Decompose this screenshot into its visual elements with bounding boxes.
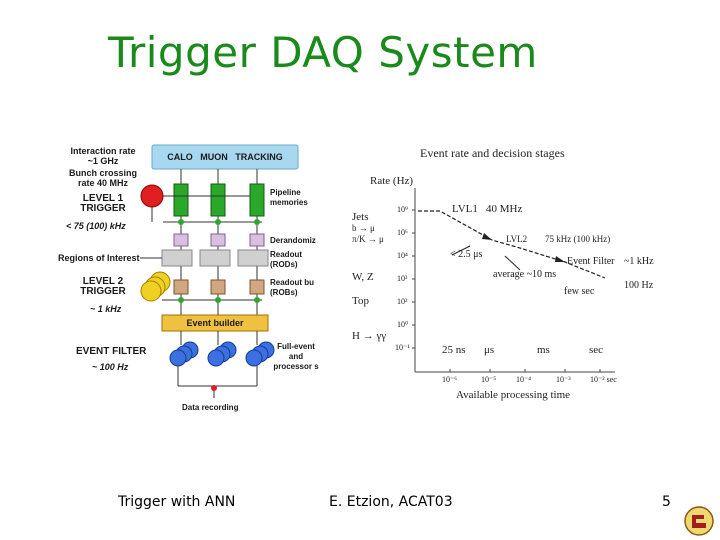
level1-label: LEVEL 1 TRIGGER — [58, 194, 148, 214]
rate-plot-title: Event rate and decision stages — [420, 146, 565, 160]
readout-drivers-line1: Readout — [270, 250, 302, 259]
y-tick-3: 10⁴ — [397, 251, 408, 260]
bunch-crossing-line1: Bunch crossing — [68, 168, 137, 178]
y-tick-2: 10⁶ — [397, 228, 408, 237]
footer-center: E. Etzion, ACAT03 — [329, 494, 453, 510]
annot-lvl1-time: < 2.5 μs — [450, 249, 483, 260]
y-tick-5: 10² — [397, 297, 408, 306]
interaction-rate-label: Interaction rate ~1 GHz — [58, 146, 148, 166]
annot-ef-rate: ~1 kHz — [624, 256, 654, 267]
physics-b-mu: b → μ — [352, 223, 375, 233]
full-event-line3: processor s — [273, 362, 319, 371]
level2-label: LEVEL 2 TRIGGER — [58, 277, 148, 297]
level2-line1: LEVEL 2 — [82, 276, 124, 287]
rob-box-1 — [173, 279, 189, 295]
derandomizers-label: Derandomiz — [270, 236, 316, 245]
physics-jets: Jets — [352, 211, 369, 223]
event-builder-box — [161, 314, 269, 332]
readout-drivers-line2: (RODs) — [270, 260, 298, 269]
interaction-rate-line1: Interaction rate — [70, 146, 136, 156]
university-logo — [684, 506, 714, 536]
time-label-25ns: 25 ns — [442, 344, 466, 356]
readout-buffers-line1: Readout bu — [270, 278, 314, 287]
annot-ef: Event Filter — [567, 256, 615, 267]
pipeline-memories-line2: memories — [270, 198, 308, 207]
page-number: 5 — [662, 494, 671, 510]
level2-rate: ~ 1 kHz — [90, 304, 122, 314]
level1-rate: < 75 (100) kHz — [66, 221, 126, 231]
decision-curve — [418, 210, 606, 279]
x-tick-5: 10⁻² sec — [590, 375, 617, 384]
pipeline-memory-3 — [249, 183, 265, 217]
time-label-us: μs — [484, 344, 495, 356]
y-tick-6: 10⁰ — [397, 320, 409, 329]
data-recording-label: Data recording — [182, 403, 239, 412]
event-filter-farm — [169, 341, 275, 367]
time-label-ms: ms — [537, 344, 550, 356]
annot-lvl1-rate: 40 MHz — [486, 203, 523, 215]
pipeline-memory-1 — [173, 183, 189, 217]
derandomizer-3 — [249, 233, 265, 247]
x-tick-1: 10⁻⁶ — [442, 375, 458, 384]
pipeline-memories-label: Pipeline memories — [270, 188, 308, 208]
x-tick-2: 10⁻⁵ — [481, 375, 497, 384]
x-tick-3: 10⁻⁴ — [516, 375, 532, 384]
regions-of-interest-label: Regions of Interest — [58, 253, 140, 263]
physics-top: Top — [352, 295, 369, 307]
derandomizer-1 — [173, 233, 189, 247]
level1-line1: LEVEL 1 — [82, 193, 124, 204]
annot-lvl1: LVL1 — [452, 203, 478, 215]
x-tick-4: 10⁻³ — [556, 375, 571, 384]
detector-box — [151, 144, 299, 170]
readout-buffers-line2: (ROBs) — [270, 288, 298, 297]
pipeline-memories-line1: Pipeline — [270, 188, 301, 197]
full-event-line1: Full-event — [277, 342, 315, 351]
rod-box-2 — [199, 249, 231, 267]
interaction-rate-line2: ~1 GHz — [87, 156, 119, 166]
pipeline-memory-2 — [210, 183, 226, 217]
level1-line2: TRIGGER — [80, 203, 126, 214]
full-event-line2: and — [288, 352, 304, 361]
full-event-label: Full-event and processor s — [268, 342, 324, 372]
physics-pi-k-mu: π/K → μ — [352, 234, 384, 244]
y-tick-7: 10⁻¹ — [395, 343, 410, 352]
event-filter-rate: ~ 100 Hz — [92, 362, 129, 372]
annot-lvl2-rate: 75 kHz (100 kHz) — [545, 234, 611, 244]
y-tick-4: 10³ — [397, 274, 408, 283]
level2-line2: TRIGGER — [80, 286, 126, 297]
annot-ef-time: few sec — [564, 286, 595, 297]
rob-box-3 — [249, 279, 265, 295]
readout-drivers-label: Readout (RODs) — [270, 250, 302, 270]
event-filter-label: EVENT FILTER — [76, 346, 147, 357]
detectors-label: CALO MUON TRACKING — [167, 152, 283, 162]
slide-title: Trigger DAQ System — [108, 28, 538, 77]
derandomizer-2 — [210, 233, 226, 247]
rate-plot-ylabel: Rate (Hz) — [370, 175, 414, 187]
bunch-crossing-line2: rate 40 MHz — [77, 178, 129, 188]
readout-buffers-label: Readout bu (ROBs) — [270, 278, 314, 298]
physics-wz: W, Z — [352, 271, 374, 283]
rod-box-3 — [237, 249, 269, 267]
time-label-sec: sec — [589, 344, 604, 356]
annot-lvl2: LVL2 — [506, 234, 528, 244]
annot-final-rate: 100 Hz — [624, 280, 654, 291]
event-builder-label: Event builder — [186, 318, 244, 328]
footer-left: Trigger with ANN — [118, 494, 236, 510]
physics-higgs: H → γγ — [352, 330, 387, 342]
bunch-crossing-label: Bunch crossing rate 40 MHz — [58, 168, 148, 188]
y-tick-1: 10⁹ — [397, 205, 408, 214]
rob-box-2 — [210, 279, 226, 295]
rate-plot-xlabel: Available processing time — [456, 389, 571, 401]
annot-lvl2-time: average ~10 ms — [493, 269, 557, 280]
